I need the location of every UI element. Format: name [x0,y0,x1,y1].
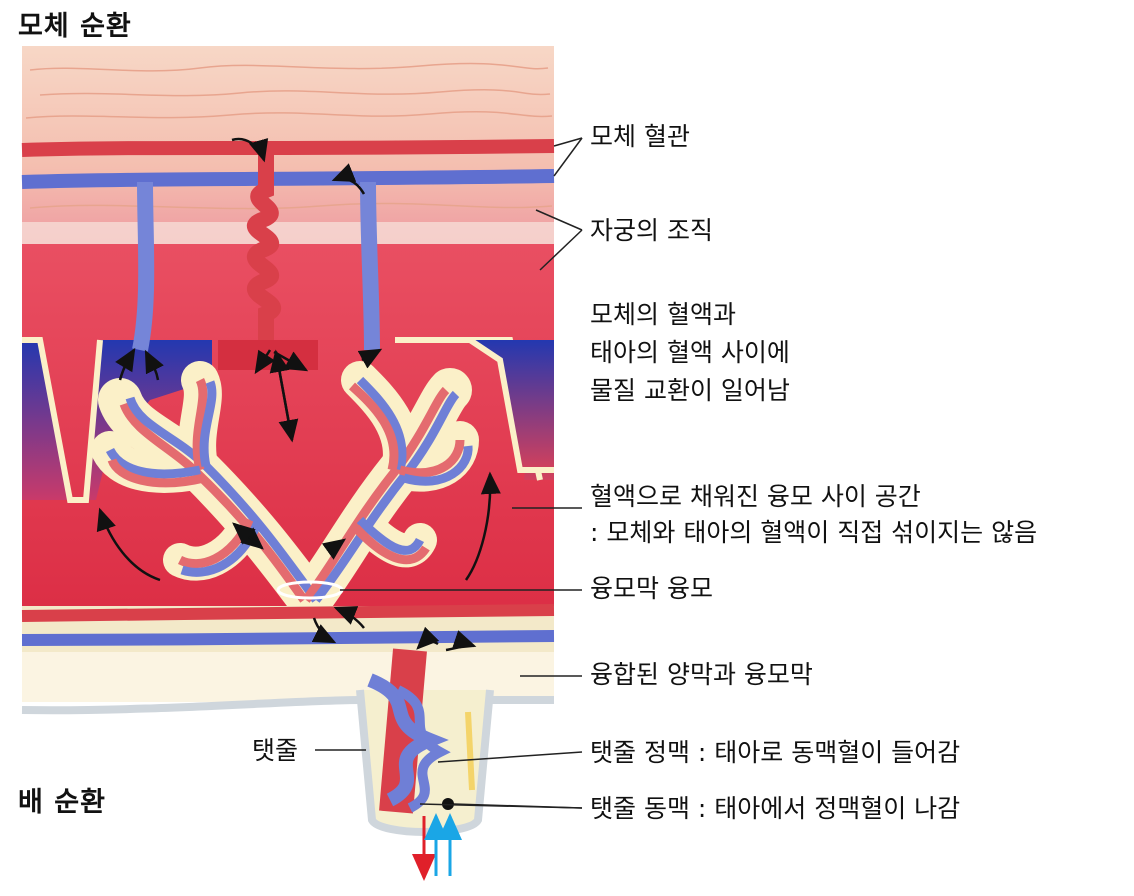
intervillous-label-line2: : 모체와 태아의 혈액이 직접 섞이지는 않음 [590,518,1038,547]
exchange-label-line2: 태아의 혈액 사이에 [590,338,790,367]
umbilical-artery-label: 탯줄 동맥 : 태아에서 정맥혈이 나감 [590,794,961,823]
uterine-tissue-label: 자궁의 조직 [590,216,713,245]
fetal-circulation-heading: 배 순환 [18,787,106,818]
intervillous-label-line1: 혈액으로 채워진 융모 사이 공간 [590,482,921,511]
maternal-circulation-heading: 모체 순환 [18,11,132,42]
fused-membranes-label: 융합된 양막과 융모막 [590,660,813,689]
chorionic-villi-label: 융모막 융모 [590,574,713,603]
maternal-vessels-label: 모체 혈관 [590,122,690,151]
exchange-label-line3: 물질 교환이 일어남 [590,376,790,405]
chorionic-villi [91,361,479,622]
flow-arrows [96,137,501,652]
umbilical-vein-label: 탯줄 정맥 : 태아로 동맥혈이 들어감 [590,738,961,767]
umbilical-cord-label: 탯줄 [252,736,299,765]
leader-lines [315,137,583,809]
umbilical-cord [356,648,494,881]
exchange-label-line1: 모체의 혈액과 [590,300,736,329]
